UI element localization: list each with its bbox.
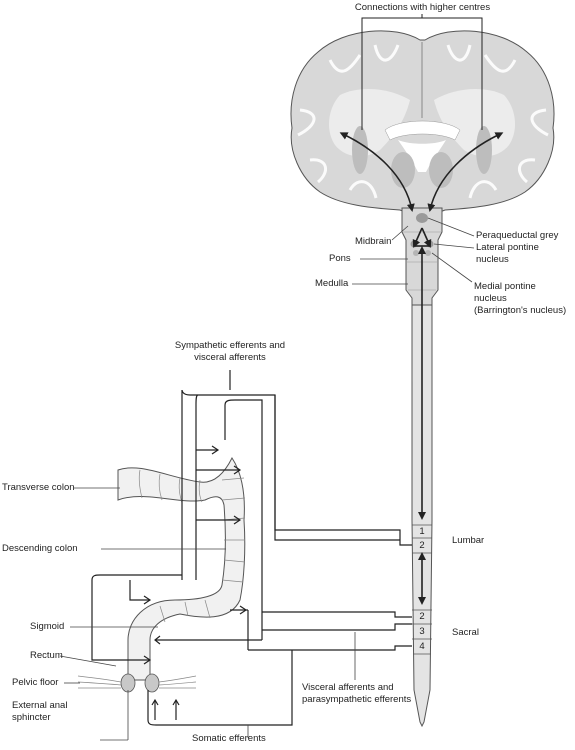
somatic-efferents-label: Somatic efferents [192, 733, 266, 744]
pelvic-floor-label: Pelvic floor [12, 677, 59, 688]
sympathetic-label-line2: visceral afferents [194, 352, 266, 363]
segment-lumbar-2: 2 [419, 540, 425, 551]
cortical-arrows [339, 132, 504, 248]
medulla-label: Medulla [315, 278, 349, 289]
segment-sacral-4: 4 [419, 641, 425, 652]
brain-leader-lines [352, 217, 475, 285]
periaqueductal-grey-label: Peraqueductal grey [476, 230, 559, 241]
lumbar-label: Lumbar [452, 535, 485, 546]
pelvic-floor [77, 675, 197, 689]
colon-leader-lines [59, 487, 356, 741]
nerve-pathways [91, 370, 412, 726]
midbrain-label: Midbrain [355, 236, 392, 247]
transverse-colon-label: Transverse colon [2, 482, 75, 493]
sympathetic-label-line1: Sympathetic efferents and [174, 340, 286, 351]
pons-label: Pons [329, 253, 351, 264]
higher-centres-bracket [361, 14, 483, 130]
medial-pontine-label-line2: nucleus [474, 293, 507, 304]
rectum-label: Rectum [30, 650, 63, 661]
medial-pontine-label-line3: (Barrington's nucleus) [474, 305, 567, 316]
synapse-marks [143, 445, 248, 706]
visceral-parasympathetic-label-line1: Visceral afferents and [302, 682, 394, 693]
lateral-pontine-label-line1: Lateral pontine [476, 242, 539, 253]
external-anal-label-line2: sphincter [12, 712, 51, 723]
descending-colon-label: Descending colon [2, 543, 78, 554]
segment-sacral-3: 3 [419, 626, 425, 637]
sacral-label: Sacral [452, 627, 479, 638]
segment-sacral-2: 2 [419, 611, 425, 622]
segment-lumbar-1: 1 [419, 526, 425, 537]
medial-pontine-label-line1: Medial pontine [474, 281, 536, 292]
visceral-parasympathetic-label-line2: parasympathetic efferents [302, 694, 412, 705]
sigmoid-label: Sigmoid [30, 621, 65, 632]
higher-centres-label: Connections with higher centres [354, 2, 491, 13]
external-anal-label-line1: External anal [12, 700, 68, 711]
colon [77, 457, 246, 693]
lateral-pontine-label-line2: nucleus [476, 254, 509, 265]
